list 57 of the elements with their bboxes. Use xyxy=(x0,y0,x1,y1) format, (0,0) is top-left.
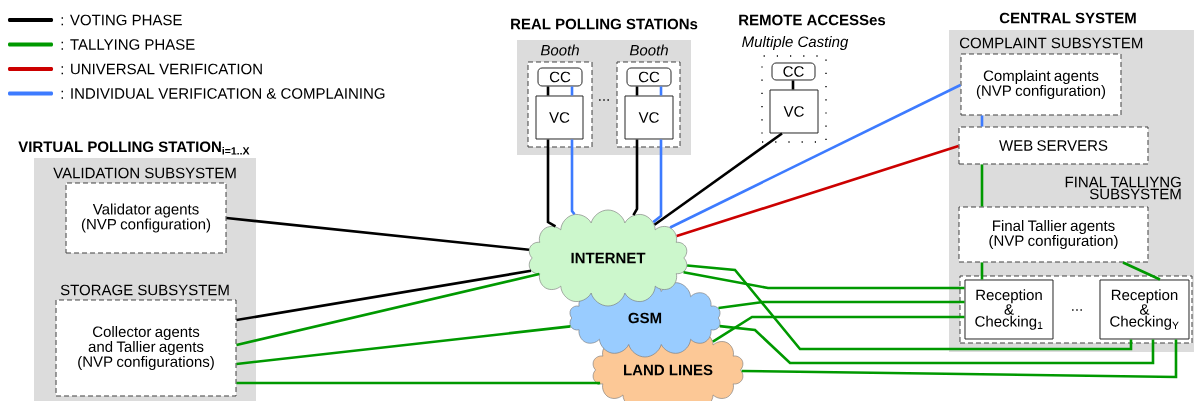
connector-line xyxy=(236,325,571,366)
connector-line xyxy=(570,86,574,96)
heading: VIRTUAL POLLING STATION$_{i=1..X}$ xyxy=(18,141,250,155)
connector-line xyxy=(546,86,550,96)
connector-line xyxy=(546,139,557,228)
connector-line xyxy=(236,269,532,322)
connector-line xyxy=(712,315,965,343)
heading: Multiple Casting xyxy=(742,36,849,50)
heading: COMPLAINT SUBSYSTEM xyxy=(959,37,1143,49)
connector-line xyxy=(659,86,663,96)
server-box: WEB SERVERS xyxy=(958,126,1149,165)
connector-line xyxy=(652,139,663,224)
network-cloud: INTERNET xyxy=(528,209,688,307)
heading: REMOTE ACCESSes xyxy=(739,14,886,26)
connector-line xyxy=(683,270,965,290)
heading: Booth xyxy=(540,44,579,56)
connector-line xyxy=(676,144,959,238)
connector-line xyxy=(687,264,1133,351)
cc-box: CC xyxy=(537,67,583,87)
vc-box: VC xyxy=(769,89,819,134)
agent-box: Validator agents (NVP configuration) xyxy=(65,182,227,254)
connector-line xyxy=(236,381,602,385)
connector-line xyxy=(719,324,1155,365)
ellipsis: ... xyxy=(599,99,609,101)
cc-box: CC xyxy=(626,67,672,87)
heading: VALIDATION SUBSYSTEM xyxy=(53,167,236,179)
connector-line xyxy=(669,83,962,229)
ellipsis: ... xyxy=(1072,309,1082,311)
connector-line xyxy=(718,300,965,310)
connector-line xyxy=(236,272,540,347)
agent-box: Final Tallier agents (NVP configuration) xyxy=(958,206,1149,263)
connector-line xyxy=(635,86,639,96)
heading: REAL POLLING STATIONs xyxy=(511,18,698,30)
legend-text: : VOTING PHASE xyxy=(61,14,182,26)
agent-box: Complaint agents (NVP configuration) xyxy=(960,53,1122,116)
connector-line xyxy=(741,339,1178,379)
heading: STORAGE SUBSYSTEM xyxy=(60,284,229,296)
connector-line xyxy=(570,139,576,215)
reception-box: Reception & Checking$_{Y}$ xyxy=(1099,279,1190,340)
connector-line xyxy=(791,80,795,90)
connector-line xyxy=(653,132,783,226)
legend-text: : TALLYING PHASE xyxy=(61,39,195,50)
connector-line xyxy=(980,164,984,207)
legend-text: : INDIVIDUAL VERIFICATION & COMPLAINING xyxy=(61,88,385,99)
connector-line xyxy=(980,115,984,127)
vc-box: VC xyxy=(624,95,674,140)
legend-text: : UNIVERSAL VERIFICATION xyxy=(61,63,262,75)
connector-line xyxy=(226,216,530,251)
vc-box: VC xyxy=(535,95,584,140)
connector-line xyxy=(632,139,639,216)
cc-box: CC xyxy=(771,62,816,81)
agent-box: Collector agents and Tallier agents (NVP configurations) xyxy=(55,299,237,397)
heading: Booth xyxy=(629,44,668,56)
heading: CENTRAL SYSTEM xyxy=(999,12,1136,24)
reception-box: Reception & Checking$_{1}$ xyxy=(964,279,1054,340)
heading: FINAL TALLIYNG SUBSYSTEM xyxy=(1065,176,1181,200)
connector-line xyxy=(980,262,984,280)
